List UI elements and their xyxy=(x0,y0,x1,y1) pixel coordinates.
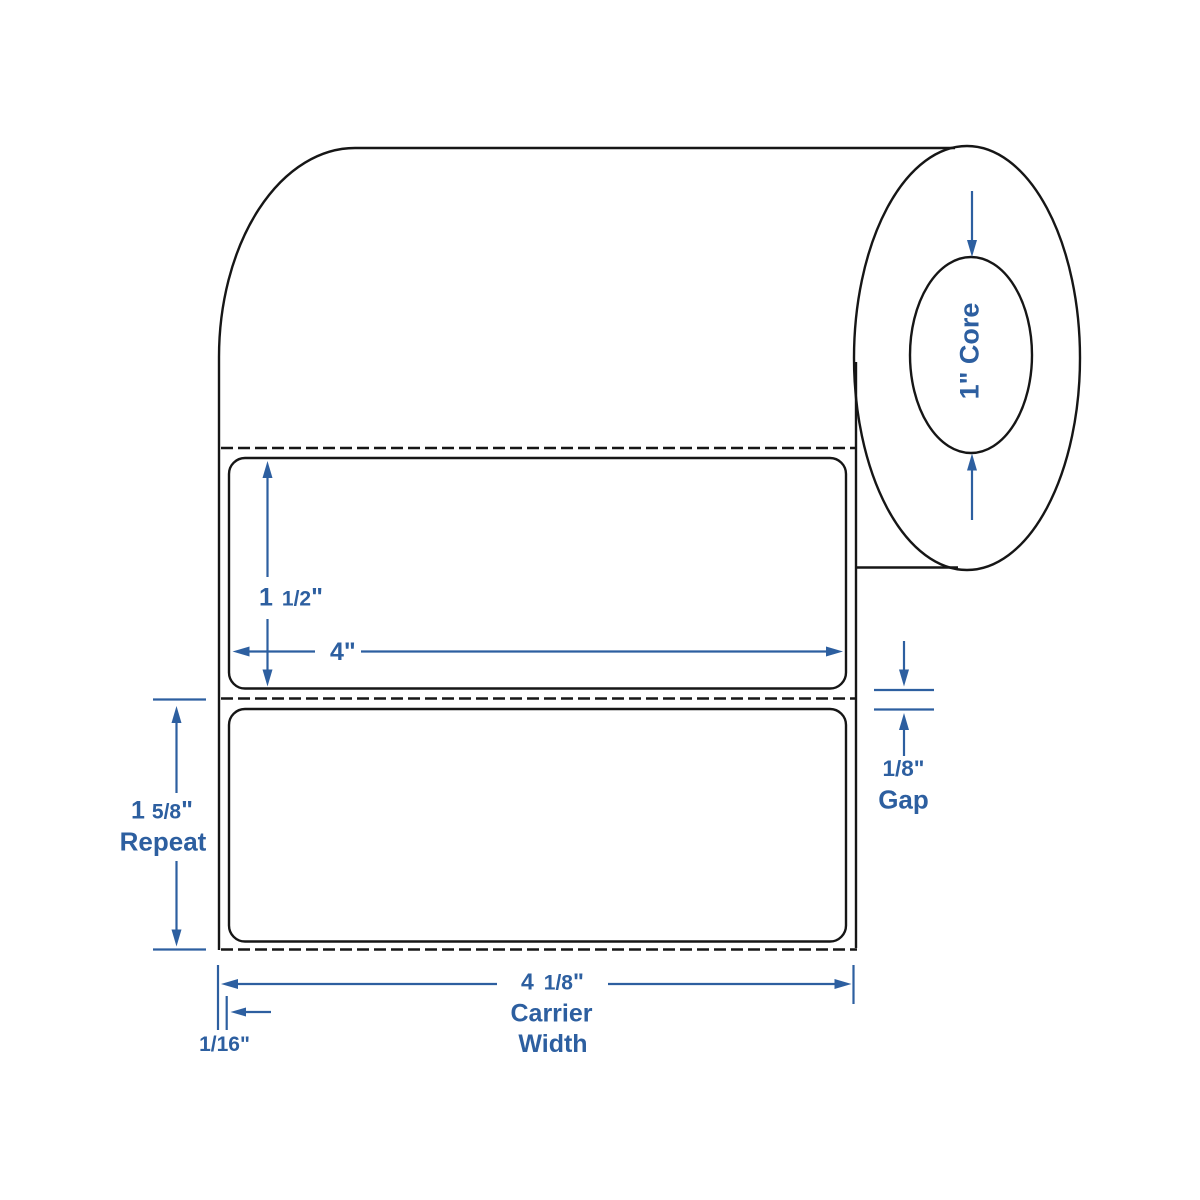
svg-text:Repeat: Repeat xyxy=(120,827,207,857)
svg-text:1" Core: 1" Core xyxy=(955,303,985,400)
svg-text:11/2": 11/2" xyxy=(259,584,323,612)
svg-text:4": 4" xyxy=(330,638,356,666)
svg-text:1/8": 1/8" xyxy=(883,756,925,781)
svg-text:Carrier: Carrier xyxy=(511,1000,593,1028)
svg-text:41/8": 41/8" xyxy=(521,969,584,995)
svg-text:1/16": 1/16" xyxy=(199,1033,250,1056)
svg-text:Width: Width xyxy=(518,1030,587,1058)
svg-text:Gap: Gap xyxy=(878,785,929,815)
svg-text:15/8": 15/8" xyxy=(131,797,193,825)
